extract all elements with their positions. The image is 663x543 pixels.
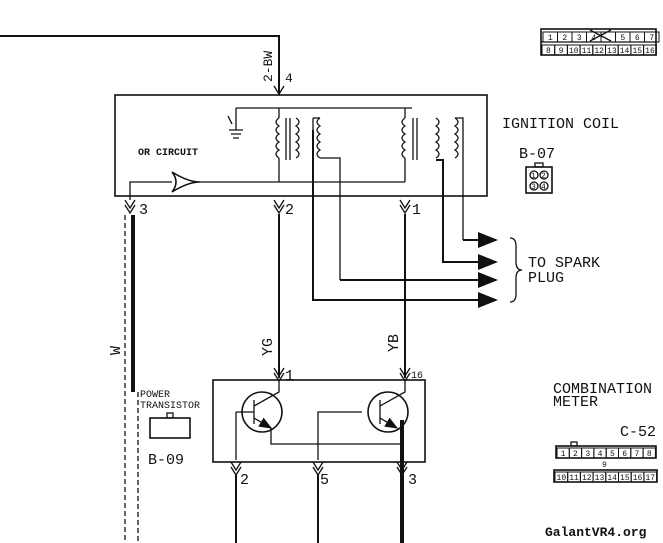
top-connector-pin: 15 bbox=[632, 47, 642, 56]
top-connector-pin: 5 bbox=[620, 34, 625, 43]
spark-label-1: TO SPARK bbox=[528, 255, 600, 272]
pt-internal-wire-mid bbox=[317, 411, 362, 460]
coil-3 bbox=[401, 108, 440, 182]
power-transistor-label-2: TRANSISTOR bbox=[140, 401, 200, 412]
or-circuit-label: OR CIRCUIT bbox=[138, 148, 198, 159]
cm-pin: 13 bbox=[595, 474, 605, 483]
top-connector-pin: 11 bbox=[582, 47, 592, 56]
coil-1 bbox=[275, 108, 300, 167]
power-transistor-connector: B-09 bbox=[148, 452, 184, 469]
cm-pin: 7 bbox=[635, 450, 640, 459]
pt-internal-wire-emitter bbox=[270, 428, 402, 445]
cm-pin: 15 bbox=[620, 474, 630, 483]
cm-cell bbox=[642, 447, 656, 459]
cm-pin: 10 bbox=[557, 474, 567, 483]
cm-pin: 12 bbox=[582, 474, 592, 483]
pt-pin-3-arrow bbox=[396, 461, 408, 477]
spark-wire-4 bbox=[312, 130, 498, 308]
pin-2-arrow bbox=[273, 199, 285, 215]
coil-pin-2: 2 bbox=[541, 172, 546, 181]
wire-w bbox=[124, 215, 139, 543]
top-wire bbox=[0, 35, 280, 95]
transistor-right bbox=[367, 381, 409, 433]
wire-label-yb: YB bbox=[386, 334, 403, 352]
top-connector-pin: 9 bbox=[559, 47, 564, 56]
spark-wire-2 bbox=[436, 159, 498, 270]
ignition-coil-box bbox=[114, 94, 488, 197]
top-connector-pin: 1 bbox=[548, 34, 553, 43]
pt-pin-2-label: 2 bbox=[240, 472, 249, 489]
internal-ground bbox=[227, 107, 412, 139]
pt-pin-3-label: 3 bbox=[408, 472, 417, 489]
coil-pin-1: 1 bbox=[531, 172, 536, 181]
ignition-coil-connector-icon: 1 2 3 4 bbox=[525, 162, 553, 194]
coil-pin-4: 4 bbox=[541, 183, 546, 192]
ignition-coil-title: IGNITION COIL bbox=[502, 116, 619, 133]
cm-pin: 16 bbox=[633, 474, 643, 483]
top-connector-pin: 12 bbox=[594, 47, 604, 56]
combination-meter-label-2: METER bbox=[553, 394, 598, 411]
top-connector-pin: 13 bbox=[607, 47, 617, 56]
pt-pin-1-label: 1 bbox=[285, 368, 294, 385]
spark-brace bbox=[509, 237, 523, 303]
coil-2 bbox=[312, 117, 341, 280]
spark-label-2: PLUG bbox=[528, 270, 564, 287]
cm-pin: 4 bbox=[598, 450, 603, 459]
cm-pin: 14 bbox=[607, 474, 617, 483]
watermark: GalantVR4.org bbox=[545, 525, 647, 540]
top-connector-pin: 2 bbox=[562, 34, 567, 43]
power-transistor-connector-icon bbox=[149, 412, 191, 439]
top-connector-pin: 8 bbox=[546, 47, 551, 56]
power-transistor-label-1: POWER bbox=[140, 390, 170, 401]
combination-meter-connector: C-52 bbox=[620, 424, 656, 441]
coil-4 bbox=[453, 117, 464, 240]
top-connector-pin: 6 bbox=[635, 34, 640, 43]
or-gate bbox=[171, 171, 201, 193]
pin-4-arrow bbox=[273, 85, 285, 96]
pt-pin-5-label: 5 bbox=[320, 472, 329, 489]
top-connector-cell bbox=[643, 44, 657, 56]
top-connector-pin: 7 bbox=[649, 34, 654, 43]
cm-cell bbox=[643, 471, 658, 483]
top-connector-pin: 14 bbox=[620, 47, 630, 56]
cm-mid-label: 9 bbox=[602, 461, 607, 470]
or-gate-out bbox=[129, 181, 172, 200]
cm-pin: 17 bbox=[645, 474, 655, 483]
ignition-coil-connector: B-07 bbox=[519, 146, 555, 163]
top-connector-pin: 3 bbox=[577, 34, 582, 43]
pt-pin-16-label: 16 bbox=[411, 371, 423, 382]
cm-pin: 8 bbox=[647, 450, 652, 459]
pin-1-label: 1 bbox=[412, 202, 421, 219]
cm-pin: 5 bbox=[610, 450, 615, 459]
top-connector-pin: 10 bbox=[569, 47, 579, 56]
coil-pin-3: 3 bbox=[531, 183, 536, 192]
power-transistor-box bbox=[212, 379, 426, 463]
cm-pin: 1 bbox=[561, 450, 566, 459]
pin-3-label: 3 bbox=[139, 202, 148, 219]
cm-pin: 6 bbox=[622, 450, 627, 459]
pin-3-arrow bbox=[124, 199, 136, 215]
cm-pin: 11 bbox=[569, 474, 579, 483]
wire-label-2bw: 2-BW bbox=[261, 51, 276, 82]
pin-2-label: 2 bbox=[285, 202, 294, 219]
cm-pin: 3 bbox=[585, 450, 590, 459]
top-connector-cell bbox=[644, 31, 660, 43]
top-connector-pin: 16 bbox=[645, 47, 655, 56]
pin-1-arrow bbox=[399, 199, 411, 215]
wire-label-w: W bbox=[108, 346, 125, 355]
wire-label-yg: YG bbox=[260, 338, 277, 356]
combination-meter-label-1: COMBINATION bbox=[553, 381, 652, 398]
cm-pin: 2 bbox=[573, 450, 578, 459]
pin-4-label: 4 bbox=[285, 71, 293, 86]
transistor-left bbox=[236, 381, 283, 433]
